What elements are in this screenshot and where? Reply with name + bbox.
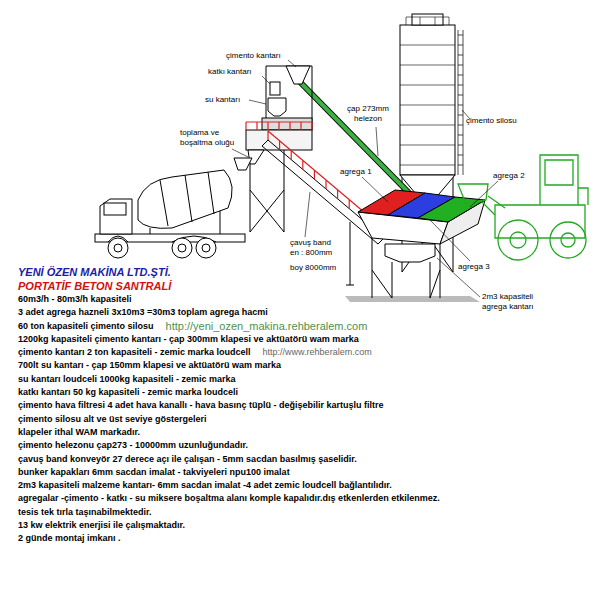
spec-line: su kantarı loudceli 1000kg kapasiteli - … <box>18 373 236 386</box>
platform-railing <box>246 122 312 130</box>
leader-lines <box>232 60 498 297</box>
leader-lines <box>470 181 498 207</box>
callout-label: çap 273mm helezon <box>341 104 395 123</box>
spec-line: çimento hava filtresi 4 adet hava kanall… <box>18 399 384 412</box>
leader-lines <box>262 76 270 84</box>
wheel-loader <box>510 232 526 248</box>
aggregate-bins <box>385 244 435 262</box>
leader-lines <box>232 149 248 157</box>
spec-line: 60 ton kapasiteli çimento silosu <box>18 320 154 333</box>
callout-label: toplama ve boşaltma oluğu <box>180 128 244 147</box>
truck-mixer <box>202 244 210 252</box>
wheel-loader <box>495 205 585 238</box>
leader-lines <box>249 100 266 104</box>
leader-lines <box>376 127 378 156</box>
aggregate-bins <box>345 296 480 302</box>
platform-railing <box>246 122 312 130</box>
spec-line: tesis tek tırla taşınabilmektedir. <box>18 506 152 519</box>
truck-mixer <box>160 172 214 226</box>
silo-ladder <box>458 30 463 175</box>
callout-label: boy 8000mm <box>290 263 336 273</box>
truck-mixer <box>172 238 192 258</box>
callout-label: çimento silosu <box>466 116 517 126</box>
belt-conveyor <box>346 222 354 285</box>
screw-conveyor <box>298 80 412 196</box>
aggregate-bins <box>372 238 440 298</box>
company-title: YENİ ÖZEN MAKİNA LTD.ŞTİ. <box>18 265 171 279</box>
callout-label: çimento kantarı <box>226 51 281 61</box>
spec-line: 1200kg kapasiteli çimento kantarı - çap … <box>18 333 359 346</box>
wheel-loader <box>480 196 505 215</box>
wheel-loader <box>498 220 538 260</box>
spec-line: klapeler ithal WAM markadır. <box>18 426 140 439</box>
callout-label: çavuş band <box>290 238 331 248</box>
screw-conveyor <box>298 80 412 196</box>
spec-line: agregalar -çimento - katkı - su miksere … <box>18 492 440 505</box>
spec-line: çimento helezonu çap273 - 10000mm uzunlu… <box>18 439 248 452</box>
watermark: http://www.rehberalem.com <box>263 346 372 359</box>
callout-label: su kantarı <box>205 95 240 105</box>
leader-lines <box>288 60 296 67</box>
spec-line: 2 günde montaj imkanı . <box>18 532 121 545</box>
callout-label: katkı kantarı <box>208 67 252 77</box>
spec-line: çimento kantarı 2 ton kapasiteli - zemic… <box>18 346 251 359</box>
leader-lines <box>362 177 388 202</box>
screw-conveyor <box>298 80 412 196</box>
truck-mixer <box>108 238 128 258</box>
truck-mixer <box>104 203 126 215</box>
spec-line: 60m3/h - 80m3/h kapasiteli <box>18 293 132 306</box>
leader-lines <box>305 192 310 237</box>
spec-line: 3 adet agrega hazneli 3x10m3 =30m3 topla… <box>18 306 268 319</box>
callout-label: 2m3 kapasiteli agrega kantarı <box>482 292 556 311</box>
aggregate-bins <box>418 197 485 222</box>
spec-line: 13 kw elektrik enerjisi ile çalışmaktadı… <box>18 519 185 532</box>
wheel-loader <box>561 233 575 247</box>
spec-line: 700lt su kantarı - çap 150mm klapesi ve … <box>18 359 281 372</box>
truck-mixer <box>196 238 216 258</box>
wheel-loader <box>458 155 588 260</box>
cement-silo <box>400 45 455 165</box>
cement-silo <box>400 25 455 175</box>
callout-label: agrega 2 <box>493 171 525 181</box>
cement-silo <box>406 17 449 25</box>
spec-line: bunker kapakları 6mm sacdan imalat - tak… <box>18 466 290 479</box>
subtitle: PORTATİF BETON SANTRALİ <box>18 279 171 293</box>
wheel-loader <box>578 188 588 205</box>
truck-mixer <box>114 244 122 252</box>
wheel-loader <box>540 155 578 205</box>
spec-line: çimento silosu alt ve üst seviye gösterg… <box>18 413 207 426</box>
leader-lines <box>430 220 470 261</box>
callout-label: agrega 1 <box>340 167 372 177</box>
truck-mixer <box>178 244 186 252</box>
truck-mixer <box>100 199 132 234</box>
weighing-tower <box>286 66 310 84</box>
weighing-tower <box>268 98 286 116</box>
cement-silo <box>412 14 443 25</box>
wheel-loader <box>458 184 488 204</box>
truck-mixer <box>234 158 252 170</box>
belt-conveyor <box>262 140 384 244</box>
weighing-tower <box>262 118 312 130</box>
callout-label: en : 800mm <box>290 248 332 258</box>
truck-mixer <box>138 170 232 228</box>
callout-label: agrega 3 <box>458 262 490 272</box>
truck-mixer <box>95 158 252 258</box>
spec-line: katkı kantarı 50 kg kapasiteli - zemic m… <box>18 386 238 399</box>
spec-line: çavuş band konveyör 27 derece açı ile ça… <box>18 453 357 466</box>
watermark: http://yeni_ozen_makina.rehberalem.com <box>166 320 368 333</box>
wheel-loader <box>550 222 586 258</box>
aggregate-bins <box>345 190 485 302</box>
silo-ladder <box>458 30 463 175</box>
spec-line: 2m3 kapasiteli malzeme kantarı- 6mm sacd… <box>18 479 392 492</box>
weighing-tower <box>270 82 280 95</box>
